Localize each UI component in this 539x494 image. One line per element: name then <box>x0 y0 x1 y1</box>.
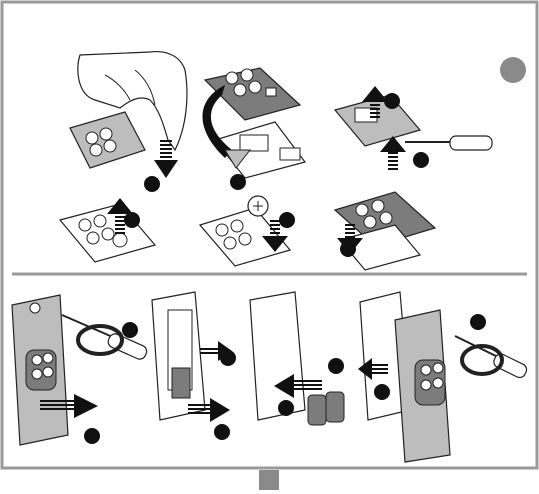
page-marker-square <box>259 470 279 490</box>
step-marker <box>328 358 344 374</box>
battery-pack-icon <box>172 368 190 398</box>
step-marker <box>144 176 160 192</box>
screwdriver-icon <box>405 136 492 150</box>
remote-icon <box>70 112 145 168</box>
keypad-housing-icon <box>12 295 68 445</box>
page-marker-circle <box>500 57 526 83</box>
keypad-housing-icon <box>360 292 450 462</box>
keypad-housing-icon <box>250 292 305 420</box>
step-marker <box>278 400 294 416</box>
coin-battery-icon <box>248 196 268 216</box>
step-marker <box>84 428 100 444</box>
step-marker <box>122 322 138 338</box>
step-marker <box>124 212 140 228</box>
step-marker <box>230 174 246 190</box>
step-marker <box>340 241 356 257</box>
up-arrow-icon <box>380 136 406 172</box>
step-marker <box>384 93 400 109</box>
step-marker <box>220 350 236 366</box>
step-marker <box>374 384 390 400</box>
step-marker <box>214 424 230 440</box>
circuit-board-icon <box>60 204 155 262</box>
keypad-housing-icon <box>152 292 205 420</box>
step-marker <box>470 314 486 330</box>
step-marker <box>279 212 295 228</box>
step-marker <box>413 152 429 168</box>
battery-pack-icon <box>308 392 344 425</box>
